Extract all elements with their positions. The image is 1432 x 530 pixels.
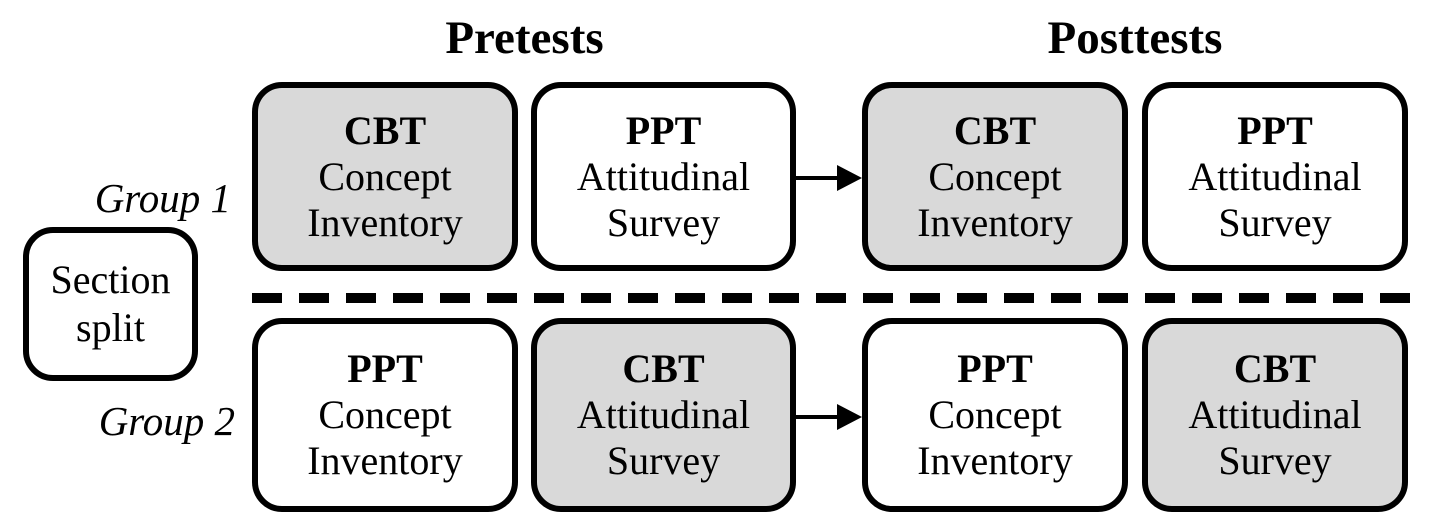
- test-mode-label: PPT: [347, 346, 423, 391]
- group2-posttest-ppt-concept-inventory-box: PPT Concept Inventory: [862, 318, 1128, 512]
- test-mode-label: CBT: [953, 107, 1037, 153]
- test-name-line2: Inventory: [917, 199, 1073, 245]
- group2-pretest-to-posttest-arrow-icon: [795, 404, 862, 430]
- group1-pretest-ppt-attitudinal-survey-box: PPT Attitudinal Survey: [531, 82, 796, 271]
- group-1-label: Group 1: [94, 175, 231, 221]
- test-mode-label: CBT: [622, 346, 705, 391]
- test-name-line2: Survey: [1218, 438, 1332, 483]
- test-name-line1: Attitudinal: [1188, 392, 1362, 437]
- test-mode-label: PPT: [625, 107, 702, 153]
- test-name-line1: Attitudinal: [576, 153, 751, 199]
- test-name-line1: Concept: [928, 153, 1062, 199]
- test-name-line1: Concept: [318, 392, 452, 437]
- section-split-box: Section split: [23, 227, 198, 381]
- test-mode-label: PPT: [1237, 107, 1313, 153]
- test-name-line2: Survey: [606, 438, 721, 483]
- test-name-line2: Inventory: [307, 438, 463, 483]
- test-mode-label: PPT: [957, 346, 1033, 391]
- test-mode-label: CBT: [1233, 346, 1317, 391]
- group1-posttest-cbt-concept-inventory-box: CBT Concept Inventory: [862, 82, 1128, 271]
- test-name-line2: Inventory: [917, 438, 1073, 483]
- group2-pretest-cbt-attitudinal-survey-box: CBT Attitudinal Survey: [531, 318, 796, 512]
- test-name-line1: Attitudinal: [576, 392, 751, 437]
- test-name-line1: Concept: [318, 153, 452, 199]
- group-2-label: Group 2: [98, 398, 235, 444]
- pretests-header: Pretests: [445, 12, 604, 64]
- section-split-line1: Section: [50, 257, 171, 302]
- group1-pretest-cbt-concept-inventory-box: CBT Concept Inventory: [252, 82, 518, 271]
- section-split-dashed-divider: [252, 293, 1412, 303]
- group1-pretest-to-posttest-arrow-icon: [795, 165, 862, 191]
- test-name-line2: Inventory: [307, 199, 463, 245]
- test-name-line2: Survey: [606, 199, 721, 245]
- group2-posttest-cbt-attitudinal-survey-box: CBT Attitudinal Survey: [1142, 318, 1408, 512]
- posttests-header: Posttests: [1047, 12, 1223, 64]
- test-name-line1: Concept: [928, 392, 1062, 437]
- test-name-line1: Attitudinal: [1188, 153, 1362, 199]
- test-name-line2: Survey: [1218, 199, 1332, 245]
- section-split-line2: split: [76, 305, 145, 350]
- group1-posttest-ppt-attitudinal-survey-box: PPT Attitudinal Survey: [1142, 82, 1408, 271]
- test-mode-label: CBT: [343, 107, 427, 153]
- group2-pretest-ppt-concept-inventory-box: PPT Concept Inventory: [252, 318, 518, 512]
